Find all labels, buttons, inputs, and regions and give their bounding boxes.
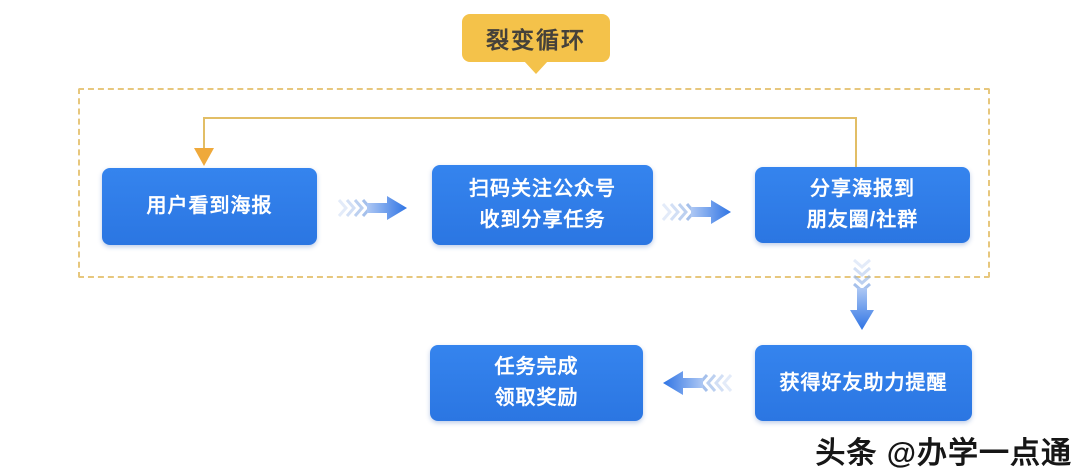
flow-box-boost-reminder: 获得好友助力提醒: [755, 345, 972, 421]
flow-box-share-poster: 分享海报到 朋友圈/社群: [755, 167, 970, 243]
flow-box-line: 获得好友助力提醒: [779, 371, 948, 394]
arrow-step1-to-step2-right-icon: [337, 193, 409, 223]
arrow-step2-to-step3-right-icon: [661, 197, 733, 227]
flow-box-line: 朋友圈/社群: [806, 209, 919, 231]
flow-box-scan-follow-task: 扫码关注公众号 收到分享任务: [432, 165, 653, 245]
loop-line-right-vertical: [855, 117, 857, 167]
loop-line-horizontal: [203, 117, 857, 119]
flow-box-line: 收到分享任务: [479, 209, 606, 231]
flow-box-line: 扫码关注公众号: [469, 178, 616, 200]
loop-line-left-vertical: [203, 117, 205, 150]
loop-dashed-border: [78, 88, 990, 278]
watermark-text: 头条 @办学一点通: [815, 437, 1072, 470]
arrow-step3-to-step4-down-icon: [847, 258, 877, 332]
flow-box-line: 分享海报到: [810, 178, 915, 200]
title-label: 裂变循环: [486, 27, 586, 53]
flow-box-line: 任务完成: [494, 356, 579, 378]
flow-box-task-complete: 任务完成 领取奖励: [430, 345, 643, 421]
title-bubble-pointer-icon: [524, 61, 548, 74]
arrow-step4-to-step5-left-icon: [661, 368, 733, 398]
title-bubble: 裂变循环: [462, 14, 610, 74]
flow-box-line: 用户看到海报: [146, 195, 273, 217]
loop-arrowhead-down-icon: [194, 148, 214, 166]
flow-box-user-sees-poster: 用户看到海报: [102, 168, 317, 245]
flow-box-line: 领取奖励: [494, 387, 579, 409]
